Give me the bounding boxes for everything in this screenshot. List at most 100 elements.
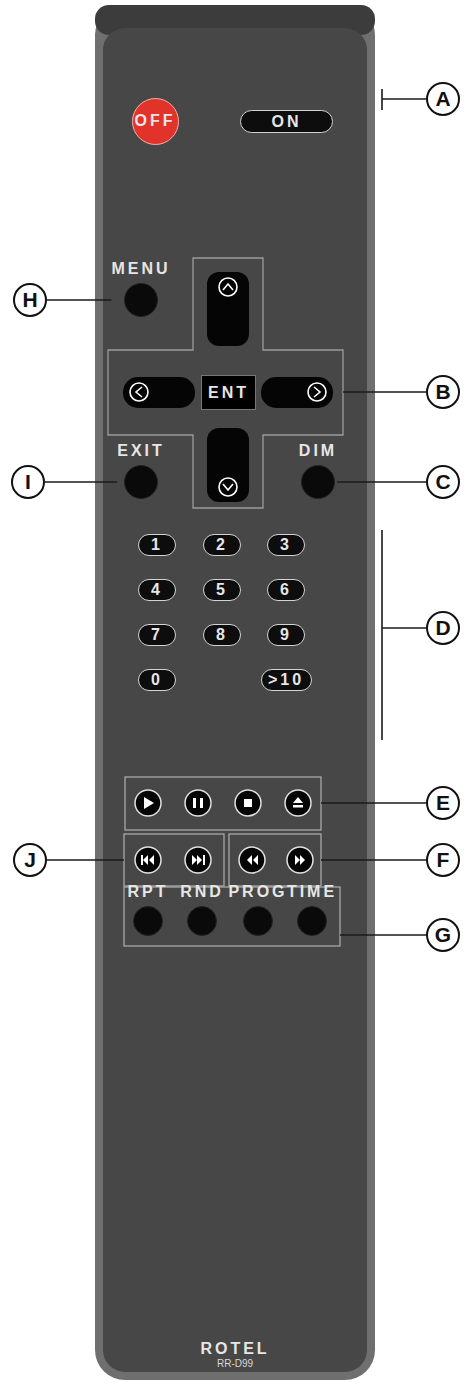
transport-button [239, 847, 265, 873]
button-text: 9 [280, 626, 292, 644]
random-button: RND [180, 883, 224, 936]
leader-line [321, 802, 426, 804]
number-key: 3 [267, 534, 305, 556]
button-face [297, 906, 327, 936]
callout-letter: G [426, 918, 460, 952]
time-button: TIME [287, 883, 337, 936]
button-group-outline [125, 777, 321, 830]
chevron-icon [223, 484, 233, 490]
button-text: ON [272, 113, 302, 131]
dpad-outline [108, 258, 343, 508]
transport-button [235, 790, 261, 816]
transport-button [287, 847, 313, 873]
remote-shell [103, 28, 367, 1372]
leader-line [340, 934, 426, 936]
transport-icon [193, 798, 196, 808]
dim-button: DIM [299, 442, 337, 499]
callout-letter: F [426, 843, 460, 877]
number-key: >10 [261, 669, 312, 691]
dpad-button [261, 377, 333, 408]
callout-letter: B [426, 375, 460, 409]
number-key: 0 [138, 669, 176, 691]
button-text: RR-D99 [217, 1358, 253, 1370]
transport-icon [293, 797, 303, 803]
button-text: 1 [151, 536, 163, 554]
leader-line [321, 859, 426, 861]
callout-letter: B [435, 380, 450, 404]
remote-shell [95, 5, 375, 1380]
button-face [133, 906, 163, 936]
number-key: 9 [267, 624, 305, 646]
button-face [187, 906, 217, 936]
button-text: ROTEL [200, 1340, 269, 1358]
callout-letter: E [426, 786, 460, 820]
button-text: 8 [216, 626, 228, 644]
callout-letter: D [426, 611, 460, 645]
button-text: OFF [135, 112, 176, 130]
transport-icon [300, 855, 305, 865]
button-label: MENU [111, 260, 170, 278]
button-group-outline [124, 777, 340, 946]
number-key: 7 [138, 624, 176, 646]
leader-line [337, 481, 426, 483]
leader-line [382, 89, 426, 110]
leader-line [343, 391, 426, 393]
transport-icon [253, 855, 258, 865]
exit-button: EXIT [117, 442, 165, 499]
button-label: RND [180, 883, 224, 901]
number-key: 4 [138, 579, 176, 601]
button-text: 3 [280, 536, 292, 554]
callout-letter: C [435, 470, 450, 494]
button-face [124, 283, 158, 317]
repeat-button: RPT [128, 883, 169, 936]
callout-letter: G [435, 923, 451, 947]
button-label: RPT [128, 883, 169, 901]
number-key: 5 [203, 579, 241, 601]
transport-icon [141, 855, 143, 865]
power-on-button: ON [240, 110, 333, 133]
callout-letter: J [13, 843, 47, 877]
leader-line [47, 299, 111, 301]
transport-icon [144, 797, 154, 809]
dpad-button [207, 272, 249, 346]
transport-icon [247, 855, 252, 865]
dpad-button [123, 272, 333, 502]
number-key: 6 [267, 579, 305, 601]
callout-letter: A [426, 82, 460, 116]
button-face [124, 465, 158, 499]
callout-letter: H [13, 283, 47, 317]
button-label: EXIT [117, 442, 165, 460]
transport-button [135, 790, 161, 816]
transport-icon [141, 797, 305, 865]
chevron-icon [130, 278, 326, 496]
number-key: 8 [203, 624, 241, 646]
menu-button: MENU [111, 260, 170, 317]
button-text: 6 [280, 581, 292, 599]
button-text: 7 [151, 626, 163, 644]
chevron-icon [219, 278, 237, 296]
callout-letter: I [25, 470, 31, 494]
button-group-outline [124, 834, 224, 886]
button-group-outline [229, 834, 321, 886]
chevron-icon [219, 478, 237, 496]
transport-button [185, 790, 211, 816]
transport-icon [197, 855, 202, 865]
callout-letter: A [435, 87, 450, 111]
transport-icon [244, 799, 252, 807]
button-label: TIME [287, 883, 337, 901]
leader-line [45, 481, 117, 483]
button-text: >10 [268, 671, 304, 689]
button-face [301, 465, 335, 499]
transport-button [135, 847, 161, 873]
remote-body: ROTELRR-D99OFFONMENUENTEXITDIM1234567890… [95, 5, 375, 1380]
button-face [243, 906, 273, 936]
callout-letter: I [11, 465, 45, 499]
dpad-button [123, 377, 195, 408]
transport-button [285, 790, 311, 816]
callout-letter: E [436, 791, 450, 815]
leader-line [382, 530, 426, 740]
callout-letter: C [426, 465, 460, 499]
callout-letter: F [437, 848, 450, 872]
transport-icon [293, 805, 303, 808]
